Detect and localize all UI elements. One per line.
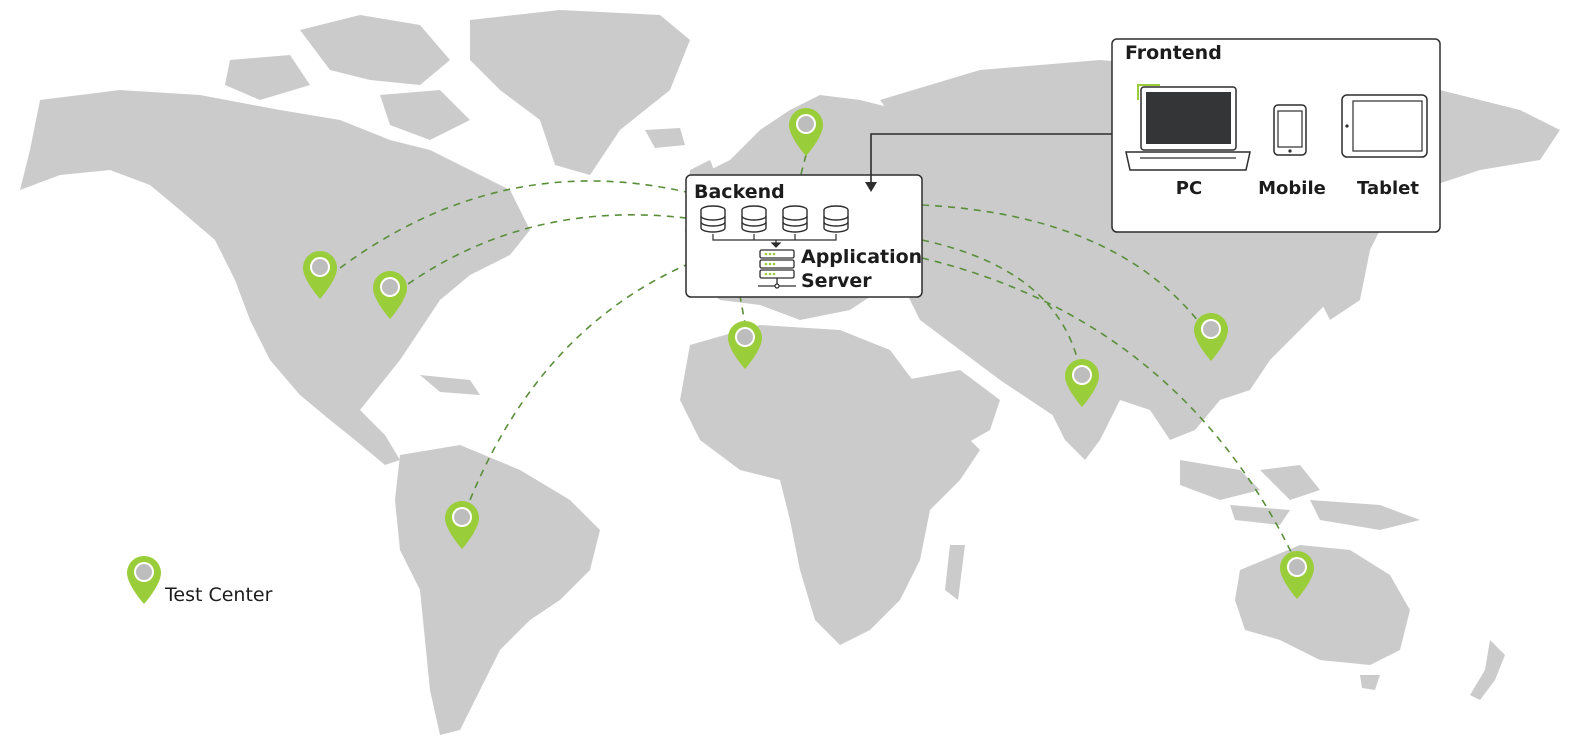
connection-line [339, 180, 687, 269]
frontend-panel: Frontend PC Mobile Tablet [1111, 38, 1441, 233]
application-server-label: Application Server [801, 246, 929, 292]
laptop-icon [1125, 84, 1251, 171]
database-connector [712, 234, 837, 248]
connection-line [469, 264, 687, 501]
database-icon [782, 205, 808, 233]
connection-lines [339, 154, 1296, 561]
legend: Test Center [127, 556, 273, 606]
australia-shape [1235, 545, 1410, 665]
backend-panel: Backend [685, 174, 929, 298]
database-icon [700, 205, 726, 233]
south-america-shape [395, 445, 600, 735]
arctic-islands-shape [300, 15, 450, 85]
connection-line [407, 214, 687, 285]
device-label-tablet: Tablet [1357, 178, 1419, 199]
frontend-title: Frontend [1125, 42, 1222, 64]
backend-title: Backend [694, 181, 785, 203]
legend-label: Test Center [164, 584, 273, 606]
tablet-icon [1341, 94, 1428, 158]
database-icon [823, 205, 849, 233]
greenland-shape [470, 10, 690, 175]
mobile-icon [1273, 104, 1307, 156]
server-icon [758, 249, 796, 289]
connection-line [799, 154, 807, 179]
device-label-mobile: Mobile [1258, 178, 1326, 199]
connection-line [921, 257, 1296, 561]
connection-line [921, 239, 1081, 371]
connection-line [921, 204, 1206, 331]
north-america-shape [20, 90, 530, 420]
database-icons [700, 205, 849, 233]
location-pin-icon [127, 556, 161, 604]
africa-shape [680, 325, 980, 645]
device-label-pc: PC [1176, 178, 1202, 199]
database-icon [741, 205, 767, 233]
